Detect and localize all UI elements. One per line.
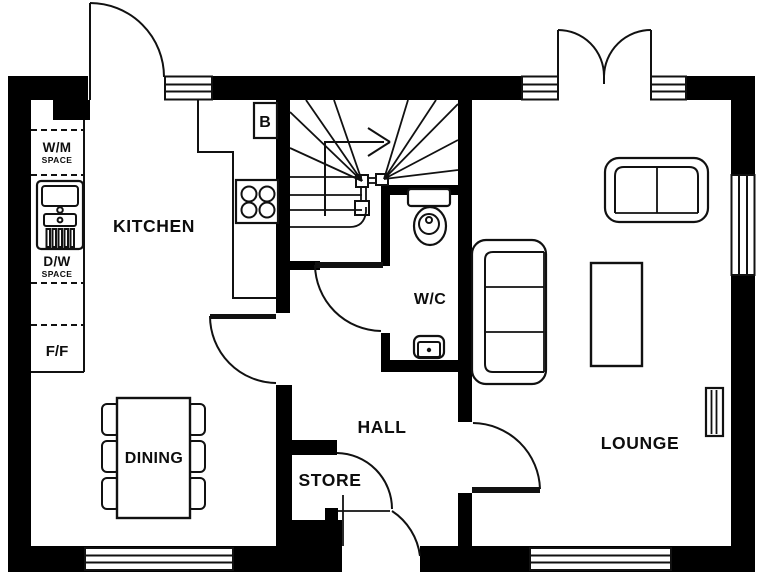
store-label: STORE	[299, 470, 362, 490]
lounge-top-window-left	[521, 75, 559, 101]
newel-post	[375, 173, 389, 186]
toilet	[406, 187, 452, 247]
wall-understairs-stub	[288, 261, 320, 270]
wall-top-middle	[212, 76, 522, 100]
wall-store-top	[276, 440, 337, 455]
hob-4-ring	[234, 178, 280, 225]
wall-wc-bottom	[381, 360, 458, 372]
kitchen-exterior-door	[89, 2, 165, 100]
dining-label: DINING	[125, 450, 183, 467]
washing-machine-sub-label: SPACE	[42, 155, 73, 165]
boiler-label: B	[259, 114, 271, 131]
wall-top-left-pier	[53, 100, 90, 120]
lounge-top-window-right	[650, 75, 687, 101]
dining-set	[101, 396, 206, 520]
wc-label: W/C	[414, 291, 446, 308]
newel-post	[354, 200, 370, 216]
wall-right	[731, 76, 755, 572]
newel-post	[355, 174, 369, 188]
lounge-label: LOUNGE	[601, 433, 679, 453]
wall-store-step	[325, 508, 338, 522]
front-door-opening	[342, 546, 420, 572]
hall-label: HALL	[357, 417, 406, 437]
wc-fittings	[406, 187, 452, 360]
lounge-side-window	[730, 174, 756, 276]
washing-machine-label: W/M	[43, 140, 72, 155]
lounge-bottom-window	[529, 547, 672, 571]
dining-window	[84, 547, 234, 571]
kitchen-hall-door	[209, 314, 277, 384]
wall-lounge-lower	[458, 493, 472, 546]
hall-lounge-door	[472, 422, 541, 493]
staircase	[289, 99, 459, 228]
wall-left	[8, 76, 31, 572]
wall-store-block	[276, 520, 342, 572]
walls	[8, 76, 755, 572]
basin	[412, 334, 446, 360]
wc-door	[314, 262, 383, 332]
dishwasher-sub-label: SPACE	[42, 269, 73, 279]
sink-with-drainer	[35, 179, 85, 251]
wall-lounge-upper	[458, 100, 472, 422]
lounge-french-doors	[557, 29, 652, 100]
doors	[89, 2, 652, 557]
front-door	[391, 510, 421, 557]
store-door	[336, 452, 393, 546]
wall-kitchen-stairs-upper	[276, 100, 290, 313]
boiler-cupboard	[252, 101, 279, 140]
stairs-up-arrow-icon	[324, 127, 391, 216]
kitchen-window	[164, 75, 213, 101]
windows	[84, 75, 756, 571]
wall-wc-left-lower	[381, 333, 390, 372]
sofa-three-seat	[470, 238, 548, 386]
kitchen-units	[31, 100, 280, 373]
fridge-freezer-label: F/F	[46, 343, 69, 360]
dishwasher-label: D/W	[43, 254, 70, 269]
kitchen-label: KITCHEN	[113, 216, 195, 236]
wall-wc-left-upper	[381, 185, 390, 266]
coffee-table	[589, 261, 644, 368]
lounge-furniture	[470, 156, 725, 438]
sofa-two-seat	[603, 156, 710, 224]
radiator	[704, 386, 725, 438]
dining-table	[115, 396, 192, 520]
